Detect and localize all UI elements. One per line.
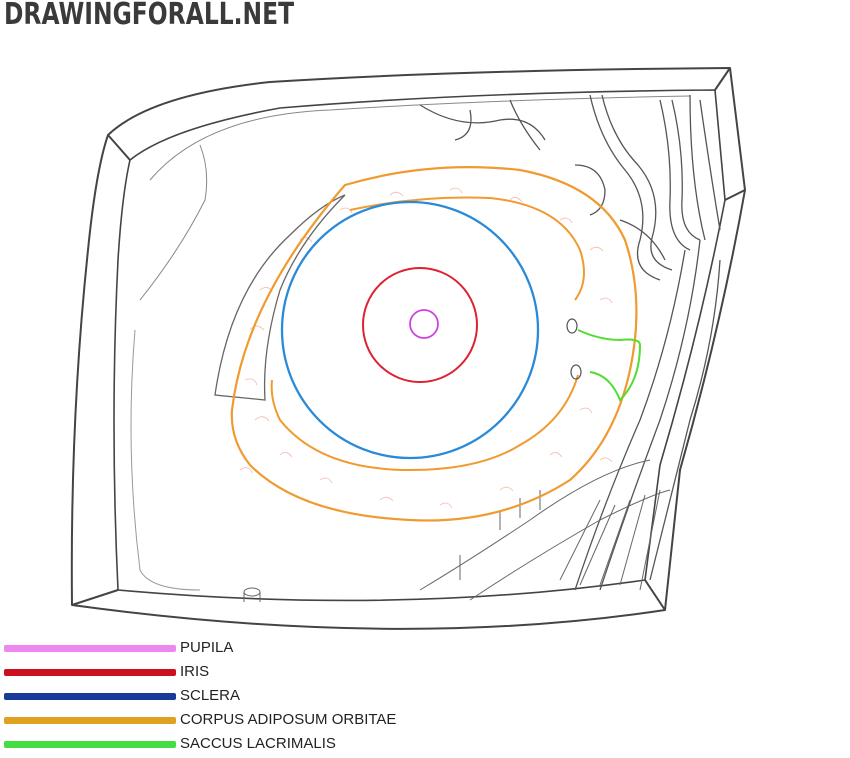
sclera-outline bbox=[280, 200, 540, 460]
saccus-lacrimalis-outline bbox=[577, 329, 642, 402]
legend-swatch-saccus-lacrimalis bbox=[4, 741, 176, 748]
iris-outline bbox=[362, 267, 478, 383]
eye-muscles bbox=[243, 459, 671, 602]
corpus-adiposum-inner bbox=[270, 196, 585, 472]
legend-swatch-iris bbox=[4, 669, 176, 676]
fat-texture bbox=[239, 187, 613, 509]
legend-swatch-corpus-adiposum-orbitae bbox=[4, 717, 176, 724]
legend-label-saccus-lacrimalis: SACCUS LACRIMALIS bbox=[180, 735, 336, 752]
legend-item-saccus-lacrimalis: SACCUS LACRIMALIS bbox=[0, 734, 600, 758]
legend-item-iris: IRIS bbox=[0, 662, 600, 686]
legend-label-iris: IRIS bbox=[180, 663, 210, 680]
legend-swatch-pupila bbox=[4, 645, 176, 652]
legend-label-pupila: PUPILA bbox=[180, 639, 234, 656]
corpus-adiposum-outline bbox=[230, 166, 638, 522]
legend-swatch-sclera bbox=[4, 693, 176, 700]
legend-item-sclera: SCLERA bbox=[0, 686, 600, 710]
blood-vessels bbox=[419, 94, 721, 591]
orbit-frame bbox=[70, 67, 746, 630]
legend-label-sclera: SCLERA bbox=[180, 687, 241, 704]
legend: PUPILA IRIS SCLERA CORPUS ADIPOSUM ORBIT… bbox=[0, 638, 600, 758]
pupila-outline bbox=[409, 309, 439, 339]
eye-anatomy-drawing bbox=[70, 67, 746, 630]
lacrimal-punctum-lower bbox=[570, 364, 582, 380]
site-watermark: DRAWINGFORALL.NET bbox=[4, 0, 295, 32]
legend-label-corpus-adiposum-orbitae: CORPUS ADIPOSUM ORBITAE bbox=[180, 711, 397, 728]
lacrimal-punctum-upper bbox=[566, 318, 578, 334]
legend-item-pupila: PUPILA bbox=[0, 638, 600, 662]
lateral-tissue bbox=[214, 194, 346, 401]
legend-item-corpus-adiposum-orbitae: CORPUS ADIPOSUM ORBITAE bbox=[0, 710, 600, 734]
